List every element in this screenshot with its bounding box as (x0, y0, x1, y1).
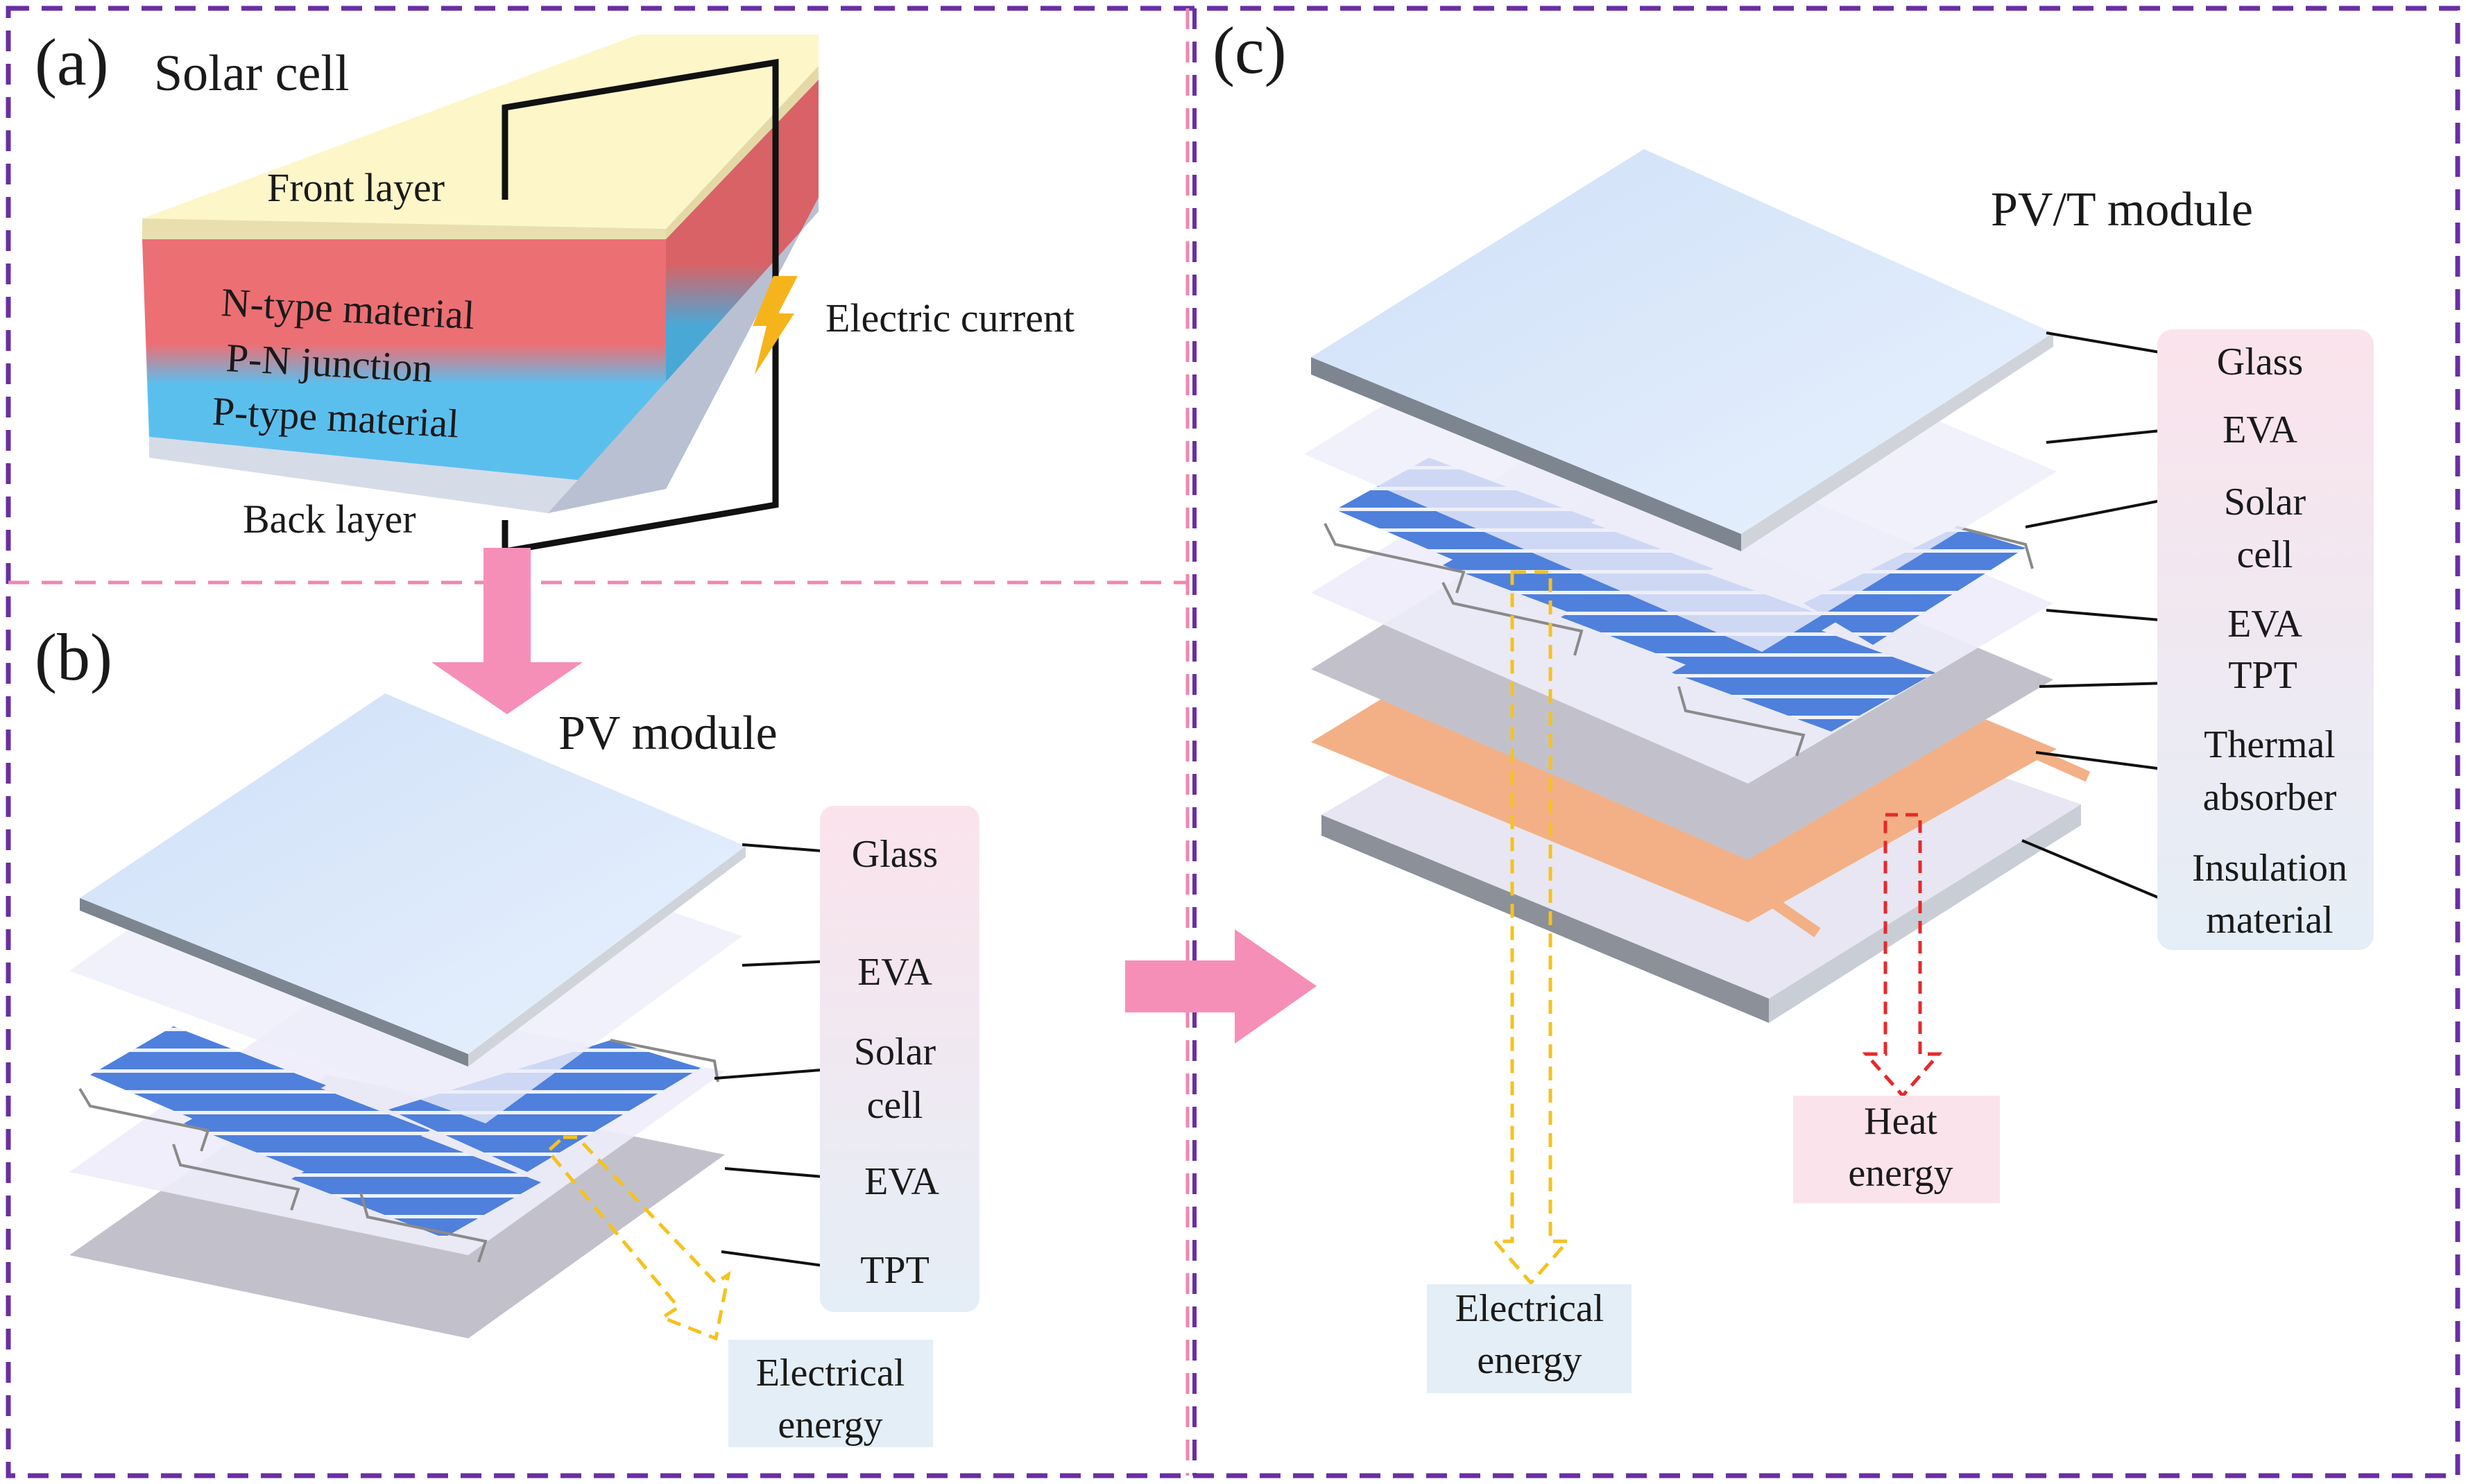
pv-output-line2: energy (778, 1404, 882, 1447)
label-pn-junction: P-N junction (225, 335, 434, 391)
pvt-electric-output-box (1427, 1284, 1632, 1393)
pvt-heat-output-box (1793, 1096, 2000, 1203)
pvt-label-solar: Solar (2224, 481, 2306, 524)
pvt-absorber-pipe-in (1758, 890, 1821, 938)
back-layer-side (548, 198, 819, 513)
arrow-right-b-to-c (1125, 929, 1317, 1044)
pv-output-box (728, 1340, 933, 1447)
panel-b: (b) PV module Glass EVA (35, 620, 979, 1447)
pvt-label-eva-top: EVA (2223, 408, 2297, 451)
panel-b-letter: (b) (35, 620, 112, 694)
pvt-label-cell: cell (2237, 533, 2293, 576)
pv-glass-edge (80, 898, 468, 1067)
label-front-layer: Front layer (267, 165, 445, 210)
pvt-label-insulation: Insulation (2192, 847, 2347, 890)
outer-border (6, 6, 2460, 1478)
panel-a-letter: (a) (35, 25, 109, 99)
panel-c: (c) PV/T module (1213, 13, 2374, 1393)
front-layer-front (142, 218, 666, 239)
pvt-label-thermal: Thermal (2204, 723, 2336, 766)
pvt-electric-line1: Electrical (1455, 1287, 1604, 1330)
pvt-glass-edge-r (1741, 333, 2053, 551)
pvt-leader-absorber (2035, 751, 2168, 771)
pvt-leader-glass (2046, 331, 2168, 355)
pv-label-tpt: TPT (860, 1249, 930, 1292)
panel-a: (a) Solar cell Front layer N-type materi… (35, 25, 1074, 555)
back-layer-front (149, 437, 666, 513)
pvt-label-tpt: TPT (2228, 654, 2297, 697)
pvt-label-material: material (2206, 899, 2333, 942)
pvt-label-box (2157, 329, 2374, 950)
pv-glass-top (80, 693, 746, 1054)
pvt-absorber-pipe-out (2023, 743, 2091, 782)
pv-label-solar: Solar (854, 1030, 936, 1073)
pvt-glass (1311, 149, 2053, 534)
pv-solar-cells (78, 1026, 719, 1263)
pv-label-glass: Glass (852, 833, 938, 876)
front-layer-side (666, 66, 819, 239)
panel-a-title: Solar cell (154, 45, 350, 102)
panel-c-title: PV/T module (1991, 183, 2253, 236)
pvt-leader-eva-top (2046, 429, 2168, 444)
label-electric-current: Electric current (825, 295, 1074, 340)
pvt-insulation-edge (1321, 815, 1769, 1023)
pv-glass-edge-right (468, 846, 746, 1067)
pvt-label-glass: Glass (2217, 340, 2303, 383)
pvt-leader-tpt (2039, 682, 2168, 688)
pvt-leader-eva-bottom (2046, 609, 2168, 622)
pvt-leader-cell (2025, 498, 2168, 528)
panel-b-title: PV module (558, 707, 778, 760)
pvt-glass-edge (1311, 357, 1741, 551)
pvt-leader-insulation (2021, 839, 2168, 903)
pvt-heat-line1: Heat (1864, 1100, 1937, 1143)
pvt-electric-arrow (1491, 570, 1572, 1286)
pvt-heat-line2: energy (1848, 1152, 1953, 1195)
pv-label-eva-bottom: EVA (864, 1160, 939, 1203)
pn-block-front (142, 239, 666, 489)
panel-c-letter: (c) (1213, 13, 1287, 87)
pv-label-cell: cell (867, 1084, 923, 1127)
arrow-down-a-to-b (431, 548, 583, 714)
pv-electric-arrow (545, 1135, 731, 1341)
label-back-layer: Back layer (243, 497, 416, 542)
pv-label-eva-top: EVA (857, 951, 932, 994)
pvt-electric-line2: energy (1477, 1339, 1582, 1382)
pvt-label-absorber: absorber (2203, 776, 2337, 819)
pvt-insulation-edge-r (1769, 804, 2081, 1023)
pv-output-line1: Electrical (756, 1352, 905, 1395)
lightning-icon (753, 276, 798, 374)
pvt-label-eva-bottom: EVA (2227, 603, 2302, 646)
pv-label-box (820, 806, 979, 1312)
